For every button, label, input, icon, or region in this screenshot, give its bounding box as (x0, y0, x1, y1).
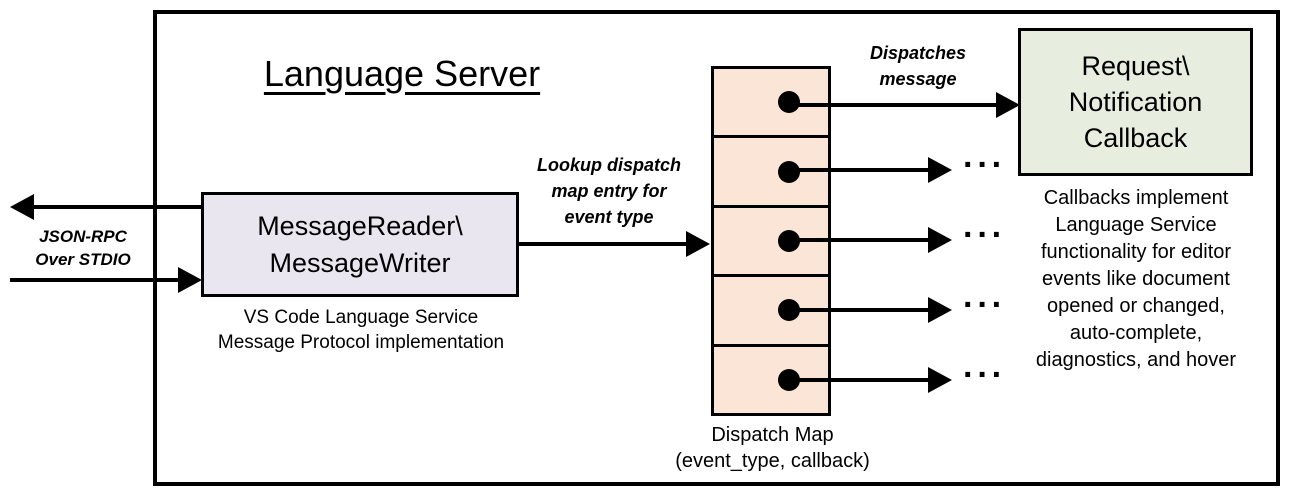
page-title: Language Server (263, 53, 541, 94)
message-reader-writer-box[interactable]: MessageReader\ MessageWriter (201, 192, 519, 297)
dispatch-map-caption: Dispatch Map (event_type, callback) (675, 424, 870, 472)
message-reader-writer-caption: VS Code Language Service Message Protoco… (217, 307, 505, 353)
dispatch-row-1-line (780, 103, 1002, 107)
dispatch-entry-dot-icon (778, 91, 800, 114)
dispatch-row-4-ellipsis: ··· (963, 286, 1006, 324)
dispatch-map-entry-2[interactable] (714, 138, 828, 208)
inbound-stdio-line (10, 278, 180, 282)
dispatch-row-4-line (780, 308, 930, 312)
inbound-stdio-arrowhead (178, 267, 202, 293)
dispatch-row-5-arrowhead (928, 367, 952, 393)
dispatch-row-2-arrowhead (928, 157, 952, 183)
outbound-stdio-arrowhead (10, 194, 34, 220)
message-reader-writer-label: MessageReader\ MessageWriter (257, 210, 463, 278)
dispatch-row-1-arrowhead (996, 92, 1020, 118)
dispatch-row-3-arrowhead (928, 227, 952, 253)
dispatch-map-entry-3[interactable] (714, 208, 828, 278)
dispatch-row-2-line (780, 168, 930, 172)
dispatch-row-2-ellipsis: ··· (963, 146, 1006, 184)
request-notification-callback-label: Request\ Notification Callback (1068, 51, 1203, 153)
dispatch-row-5-ellipsis: ··· (963, 356, 1006, 394)
dispatch-map-entry-1[interactable] (714, 69, 828, 139)
dispatch-row-4-arrowhead (928, 297, 952, 323)
outbound-stdio-line (34, 205, 204, 209)
lookup-dispatch-arrowhead (686, 231, 710, 257)
dispatch-row-3-ellipsis: ··· (963, 216, 1006, 254)
request-notification-callback-box[interactable]: Request\ Notification Callback (1018, 28, 1253, 176)
language-server-boundary (153, 10, 1280, 486)
request-notification-callback-caption: Callbacks implement Language Service fun… (1035, 187, 1237, 371)
lookup-dispatch-line (519, 242, 687, 246)
dispatch-row-3-line (780, 238, 930, 242)
jsonrpc-stdio-label: JSON-RPC Over STDIO (35, 227, 131, 269)
lookup-dispatch-label: Lookup dispatch map entry for event type (537, 155, 681, 227)
dispatches-message-label: Dispatches message (869, 43, 967, 89)
dispatch-row-5-line (780, 378, 930, 382)
